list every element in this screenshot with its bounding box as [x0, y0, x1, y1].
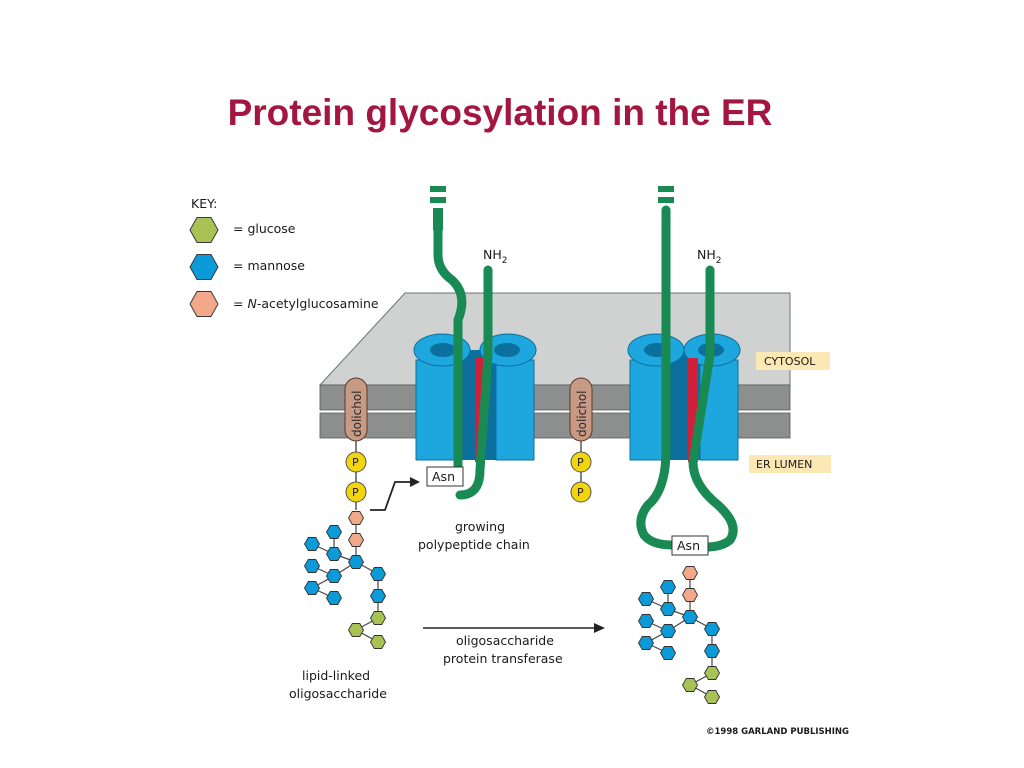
mannose-unit: [681, 610, 699, 624]
asn-label-right: Asn: [677, 538, 700, 553]
mannose-key-icon: [189, 254, 219, 280]
nh2-label-left: NH2: [483, 247, 507, 266]
mannose-unit: [637, 614, 655, 628]
translocon-left: [413, 333, 537, 462]
key-mannose-label: = mannose: [233, 258, 305, 273]
glucose-unit: [681, 678, 699, 692]
key-glucose-label: = glucose: [233, 221, 296, 236]
svg-text:P: P: [352, 486, 359, 499]
svg-text:P: P: [577, 456, 584, 469]
mannose-unit: [703, 644, 721, 658]
mannose-unit: [637, 636, 655, 650]
mannose-unit: [347, 555, 365, 569]
polypeptide-right-break: [658, 186, 674, 203]
transferase-label-2: protein transferase: [443, 651, 563, 666]
mannose-unit: [325, 547, 343, 561]
mannose-unit: [325, 525, 343, 539]
mannose-unit: [325, 569, 343, 583]
glucose-unit: [369, 635, 387, 649]
acetylglucosamine-unit: [681, 566, 699, 580]
acetylglucosamine-unit: [347, 511, 365, 525]
acetylglucosamine-unit: [347, 533, 365, 547]
glucose-unit: [703, 690, 721, 704]
lipid-linked-label-2: oligosaccharide: [289, 686, 387, 701]
svg-text:P: P: [577, 486, 584, 499]
growing-chain-label-1: growing: [455, 519, 505, 534]
acetylglucosamine-key-icon: [189, 291, 219, 317]
glucose-key-icon: [189, 217, 219, 243]
key-heading: KEY:: [191, 196, 217, 211]
dolichol-right: dolichol P P: [569, 377, 593, 503]
mannose-unit: [659, 580, 677, 594]
transferase-label-1: oligosaccharide: [456, 633, 554, 648]
slide-title: Protein glycosylation in the ER: [227, 92, 773, 133]
mannose-unit: [659, 624, 677, 638]
svg-text:P: P: [352, 456, 359, 469]
mannose-unit: [325, 591, 343, 605]
polypeptide-right: [636, 205, 738, 552]
polypeptide-left: [433, 225, 493, 500]
mannose-unit: [369, 589, 387, 603]
transfer-arrow-short: [370, 477, 420, 511]
glucose-unit: [369, 611, 387, 625]
asn-box-right: [671, 535, 709, 556]
key-acetylglucosamine-label: = N-acetylglucosamine: [233, 296, 379, 311]
mannose-unit: [303, 537, 321, 551]
dolichol-left: dolichol P P: [344, 377, 368, 510]
phosphate-right-2: [570, 481, 592, 503]
mannose-unit: [659, 646, 677, 660]
mannose-unit: [369, 567, 387, 581]
key-legend: KEY: = glucose = mannose = N-acetylgluco…: [189, 196, 379, 317]
cytosol-label: CYTOSOL: [764, 355, 816, 368]
oligosaccharide-tree-left: [303, 511, 387, 649]
translocon-right: [627, 333, 741, 462]
asn-label-left: Asn: [432, 469, 455, 484]
nh2-label-right: NH2: [697, 247, 721, 266]
cytosol-label-box: [756, 352, 830, 370]
acetylglucosamine-unit: [681, 588, 699, 602]
red-segment-right: [688, 358, 698, 462]
er-lumen-label: ER LUMEN: [756, 458, 812, 471]
mannose-unit: [703, 622, 721, 636]
polypeptide-left-break: [430, 186, 446, 230]
asn-box-left: [426, 466, 464, 487]
dolichol-label-left: dolichol: [350, 390, 364, 437]
er-lumen-label-box: [749, 455, 831, 473]
glucose-unit: [703, 666, 721, 680]
mannose-unit: [303, 559, 321, 573]
lipid-linked-label-1: lipid-linked: [302, 668, 370, 683]
glucose-unit: [347, 623, 365, 637]
copyright-credit: ©1998 GARLAND PUBLISHING: [706, 727, 849, 737]
mannose-unit: [659, 602, 677, 616]
mannose-unit: [637, 592, 655, 606]
mannose-unit: [303, 581, 321, 595]
oligosaccharide-tree-right: [637, 566, 721, 704]
transferase-arrow: [423, 623, 605, 633]
dolichol-label-right: dolichol: [575, 390, 589, 437]
growing-chain-label-2: polypeptide chain: [418, 537, 530, 552]
